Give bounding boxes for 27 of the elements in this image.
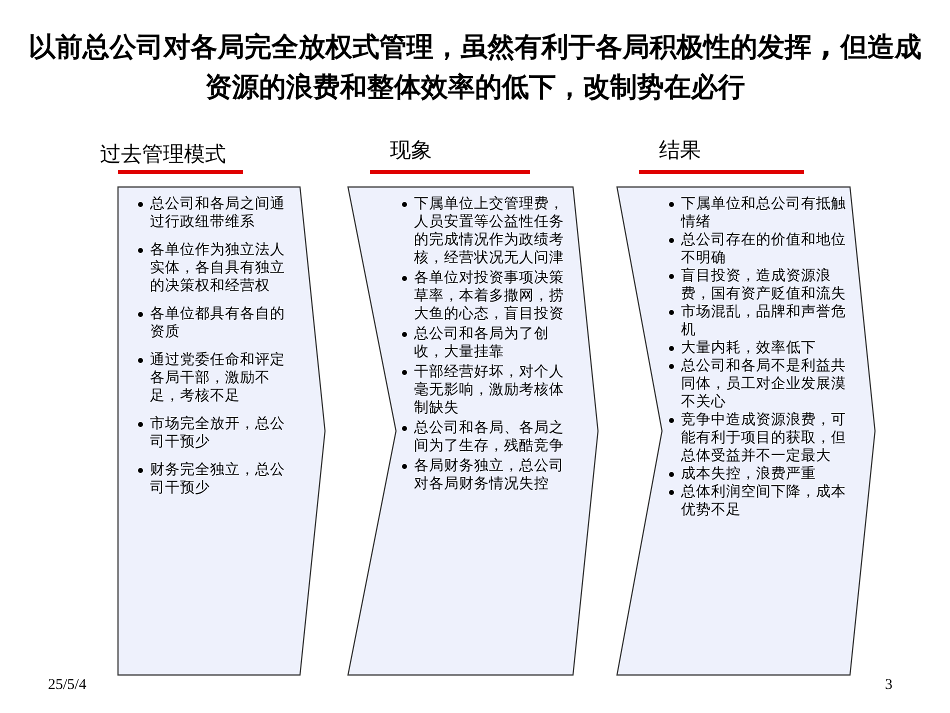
bullet-text: 干部经营好坏，对个人毫无影响，激励考核体制缺失 [414, 364, 564, 416]
bullet-text: 总公司和各局为了创收，大量挂靠 [414, 326, 549, 360]
bullet-text: 竞争中造成资源浪费，可能有利于项目的获取，但总体受益并不一定最大 [681, 412, 846, 464]
slide-title: 以前总公司对各局完全放权式管理，虽然有利于各局积极性的发挥 , 但造成资源的浪费和整体效率的低下，改制势在必行 [27, 31, 923, 105]
bullet-text: 各单位都具有各自的资质 [150, 306, 285, 340]
bullet-text: 财务完全独立，总公司干预少 [150, 462, 285, 496]
bullet-text: 下属单位和总公司有抵触情绪 [681, 196, 846, 230]
column-heading: 结果 [659, 137, 701, 164]
bullet-text: 通过党委任命和评定各局干部，激励不足，考核不足 [150, 352, 285, 404]
bullet-text: 市场完全放开，总公司干预少 [150, 416, 285, 450]
bullet-text: 各局财务独立，总公司对各局财务情况失控 [414, 458, 564, 492]
bullet-text: 各单位对投资事项决策草率，本着多撒网，捞大鱼的心态，盲目投资 [414, 270, 564, 322]
bullet-text: 总公司存在的价值和地位不明确 [681, 232, 846, 266]
bullet-text: 总体利润空间下降，成本优势不足 [681, 484, 846, 518]
page-number: 3 [885, 677, 892, 694]
bullet-text: 大量内耗，效率低下 [681, 340, 816, 356]
column-heading: 现象 [390, 137, 432, 164]
bullet-text: 各单位作为独立法人实体，各自具有独立的决策权和经营权 [150, 242, 285, 294]
bullet-text: 总公司和各局之间通过行政纽带维系 [150, 196, 285, 230]
date-label: 25/5/4 [48, 677, 86, 694]
bullet-text: 市场混乱，品牌和声誉危机 [681, 304, 846, 338]
column-heading: 过去管理模式 [100, 141, 226, 168]
bullet-text: 总公司和各局不是利益共同体，员工对企业发展漠不关心 [681, 358, 846, 410]
bullet-text: 盲目投资，造成资源浪费，国有资产贬值和流失 [681, 268, 846, 302]
bullet-text: 下属单位上交管理费，人员安置等公益性任务的完成情况作为政绩考核，经营状况无人问津 [414, 196, 564, 266]
bullet-text: 总公司和各局、各局之间为了生存，残酷竞争 [414, 420, 564, 454]
bullet-text: 成本失控，浪费严重 [681, 466, 816, 482]
